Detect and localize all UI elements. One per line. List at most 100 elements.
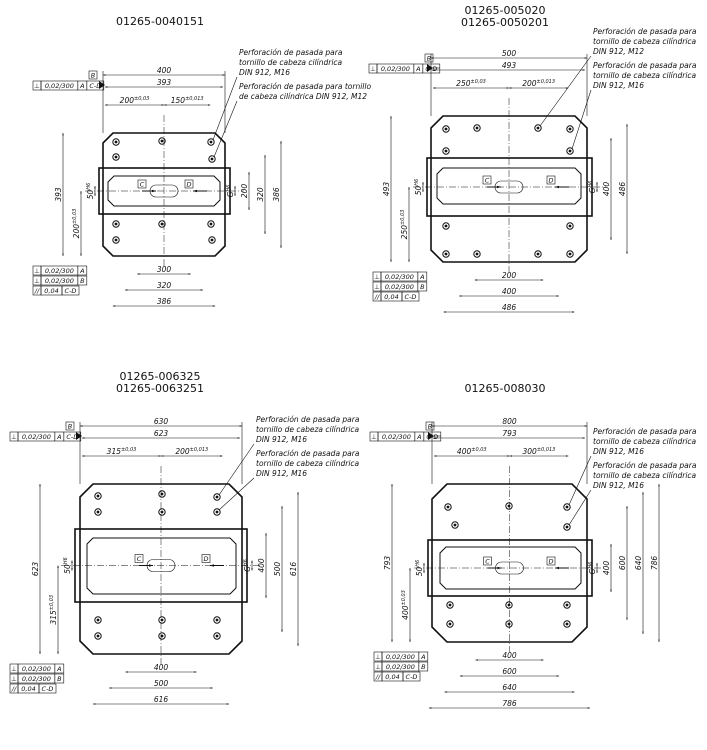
right-offset-dim-label: 150±0,013 [171, 96, 204, 105]
tolerance-frame-list: ⊥ 0,02/300 A [372, 271, 428, 282]
hole-note: tornillo de cabeza cilíndrica [239, 58, 343, 67]
bolt-hole [94, 616, 102, 624]
datum-b-box-letter: B [68, 423, 73, 431]
hole-note: tornillo de cabeza cilíndrica [593, 37, 697, 46]
slot-g-dim-label: GH6 [243, 559, 252, 572]
tolerance-frame-list-text: B [57, 675, 62, 683]
plate-outline [102, 132, 226, 257]
bolt-hole [566, 222, 574, 230]
tolerance-frame-list-text: A [420, 653, 425, 661]
tolerance-frame-list-text: // [375, 673, 381, 681]
guide-slot [439, 546, 582, 590]
tolerance-frame-list-text: A [419, 273, 424, 281]
tolerance-frame-list-text: // [11, 685, 17, 693]
bolt-hole-center [215, 634, 219, 638]
guide-slot [86, 537, 237, 595]
hole-note: DIN 912, M12 [593, 47, 644, 56]
datum-b-box [88, 70, 98, 80]
bolt-hole [505, 601, 513, 609]
left-offset-dim-label: 200±0,03 [120, 96, 150, 105]
datum-d-box-letter: D [186, 181, 191, 189]
bolt-hole-center [475, 126, 479, 130]
tolerance-frame-list-text: C-D [406, 673, 418, 681]
tolerance-frame-list-cell [418, 661, 429, 672]
datum-c-box-letter: C [137, 555, 142, 563]
bolt-hole [112, 220, 120, 228]
hole-note: de cabeza cilíndrica DIN 912, M12 [239, 92, 367, 101]
bolt-hole-center [215, 510, 219, 514]
note-leader [218, 477, 255, 511]
tolerance-frame-list-text: A [79, 267, 84, 275]
tolerance-frame-list-text: ⊥ [374, 273, 380, 281]
plate-outline [431, 483, 588, 643]
bolt-hole [207, 220, 215, 228]
note-leader [218, 443, 255, 496]
bolt-hole-center [475, 252, 479, 256]
tolerance-frame-list-text: ⊥ [34, 267, 40, 275]
bottom-dim-b1-label: 300 [157, 265, 172, 274]
bolt-hole [444, 503, 452, 511]
hole-note: DIN 912, M16 [593, 481, 644, 490]
bolt-hole-center [114, 140, 118, 144]
tolerance-frame-list-text: 0,02/300 [45, 267, 74, 275]
bolt-hole [158, 220, 166, 228]
bottom-dim-b1-label: 400 [154, 663, 169, 672]
hole-note: Perforación de pasada para [256, 449, 360, 458]
height-lower-dim-label: 250±0,03 [400, 210, 409, 240]
width-top-dim-label: 500 [502, 49, 517, 58]
hole-note: DIN 912, M16 [593, 81, 644, 90]
tolerance-frame-list-text: // [374, 293, 380, 301]
bolt-hole [158, 632, 166, 640]
bolt-hole-center [568, 252, 572, 256]
hole-note: DIN 912, M16 [256, 469, 307, 478]
width-top-dim-label: 800 [502, 417, 517, 426]
bottom-dim-b2-label: 400 [502, 287, 517, 296]
bolt-hole-center [160, 139, 164, 143]
tolerance-frame-list-cell [77, 265, 88, 276]
bolt-hole-center [114, 222, 118, 226]
bolt-hole-center [210, 157, 214, 161]
bolt-hole-center [209, 222, 213, 226]
tolerance-frame-top-text: ⊥ [11, 433, 17, 441]
bolt-hole-center [536, 126, 540, 130]
datum-d-box [184, 179, 194, 189]
tolerance-frame-list-text: B [420, 283, 425, 291]
hole-note: Perforación de pasada para [593, 461, 697, 470]
left-offset-dim-label: 400±0,03 [457, 447, 487, 456]
bolt-hole-center [568, 224, 572, 228]
bolt-hole [563, 503, 571, 511]
tolerance-frame-top-text: A [416, 433, 421, 441]
datum-triangle [99, 81, 105, 89]
bolt-hole-center [453, 523, 457, 527]
bolt-hole [442, 250, 450, 258]
hole-note: tornillo de cabeza cilíndrica [256, 459, 360, 468]
bolt-hole-center [444, 127, 448, 131]
bolt-hole-center [160, 492, 164, 496]
right-dim-r1-label: 400 [257, 558, 266, 573]
bolt-hole [563, 620, 571, 628]
tolerance-frame-top-text: 0,02/300 [382, 433, 411, 441]
tolerance-frame-list-text: ⊥ [374, 283, 380, 291]
tolerance-frame-list-cell [417, 271, 428, 282]
height-outer-dim-label: 493 [382, 182, 391, 197]
hole-note: Perforación de pasada para [593, 61, 697, 70]
note-leader [213, 100, 238, 158]
bolt-hole-center [568, 127, 572, 131]
datum-c-box-letter: C [140, 181, 145, 189]
tolerance-frame-list-text: 0,02/300 [385, 273, 414, 281]
datum-d-box [546, 556, 556, 566]
slot-dim-label: 50H6 [63, 557, 72, 574]
bolt-hole-center [96, 510, 100, 514]
bolt-hole-center [160, 510, 164, 514]
tolerance-frame-top-text: ⊥ [371, 433, 377, 441]
bottom-dim-b1-label: 200 [502, 271, 517, 280]
width-top-dim-label: 630 [154, 417, 169, 426]
bolt-hole-center [96, 494, 100, 498]
datum-c-box [483, 556, 492, 566]
height-lower-dim-label: 200±0,03 [72, 209, 81, 239]
bolt-hole [442, 125, 450, 133]
slot-dim-label: 50H6 [415, 560, 424, 577]
